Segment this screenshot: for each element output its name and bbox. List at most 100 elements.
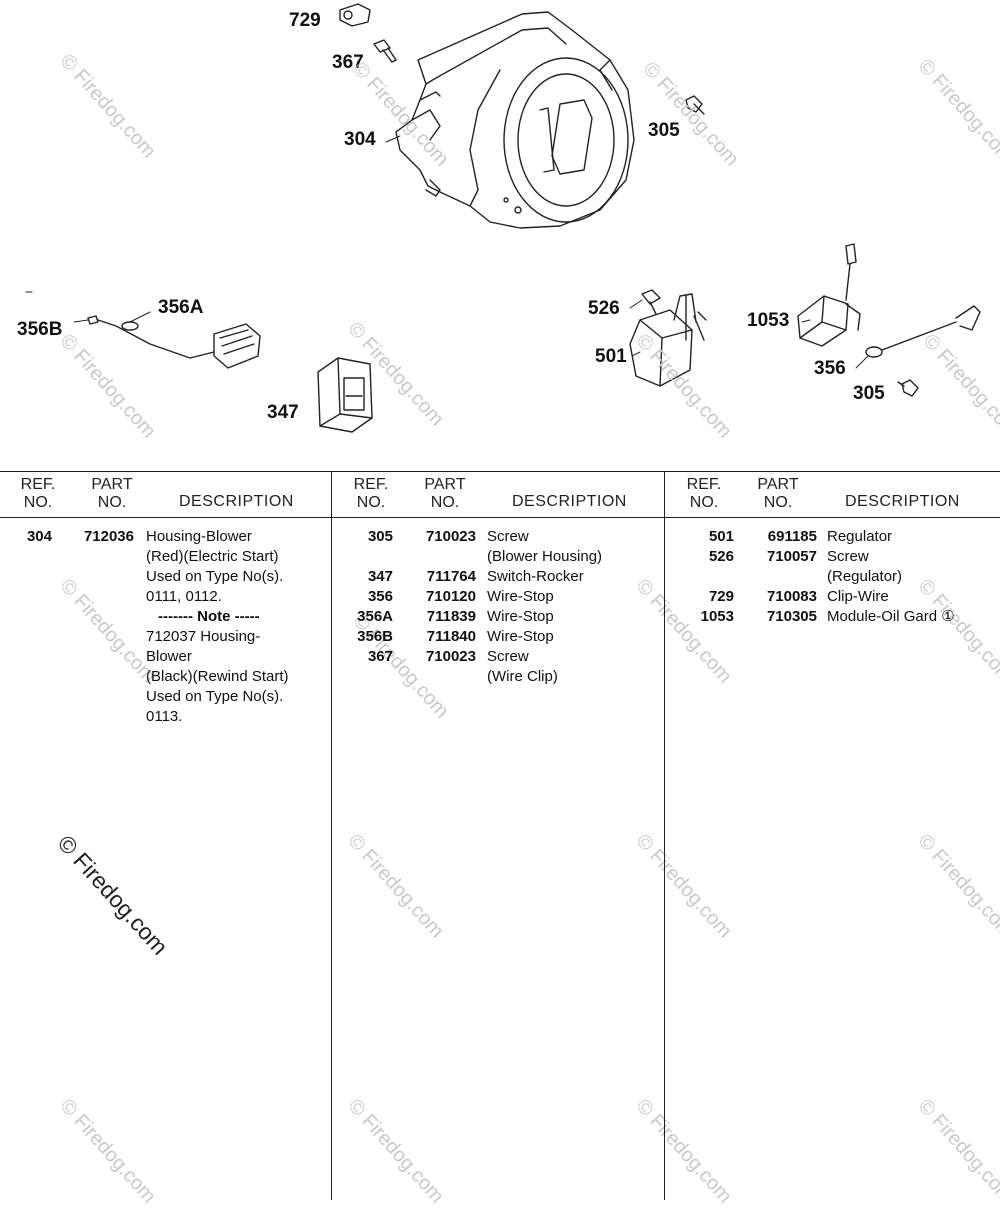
table-row: (Regulator) [666, 567, 1000, 587]
ref-no: 501 [708, 528, 734, 545]
description: 0111, 0112. [146, 588, 222, 605]
table-row: 356A 711839 Wire-Stop [333, 607, 663, 627]
parts-table: REF. NO. PART NO. DESCRIPTION REF. NO. P… [0, 471, 1000, 1200]
callout-1053: 1053 [747, 310, 790, 331]
description: (Wire Clip) [487, 668, 558, 685]
table-row: 0113. [0, 707, 330, 727]
table-row: (Blower Housing) [333, 547, 663, 567]
ref-no: 729 [708, 588, 734, 605]
part-no: 711764 [426, 568, 476, 585]
description: Screw [487, 528, 529, 545]
callout-356b: 356B [17, 319, 63, 340]
description: Module-Oil Gard ① [827, 608, 955, 625]
header-description: DESCRIPTION [845, 493, 960, 510]
exploded-view-drawing [25, 3, 981, 433]
part-no: 710023 [425, 648, 476, 665]
regulator-drawing [629, 293, 707, 387]
callout-304: 304 [344, 129, 376, 150]
table-row: 0111, 0112. [0, 587, 330, 607]
stop-wire-356-drawing [865, 305, 981, 358]
callout-356: 356 [814, 358, 846, 379]
table-row: 356B 711840 Wire-Stop [333, 627, 663, 647]
header-ref-no: REF. NO. [353, 476, 389, 511]
table-row: (Wire Clip) [333, 667, 663, 687]
description: Clip-Wire [827, 588, 889, 605]
callout-729: 729 [289, 10, 321, 31]
screw-367-drawing [373, 39, 397, 63]
leader-lines [25, 135, 869, 369]
part-no: 691185 [767, 528, 817, 545]
header-ref-no: REF. NO. [686, 476, 722, 511]
screw-305-bottom-drawing [897, 379, 919, 397]
table-top-rule [0, 471, 1000, 472]
table-row: 712037 Housing- [0, 627, 330, 647]
rocker-switch-drawing [317, 357, 373, 433]
ref-no: 356 [367, 588, 393, 605]
header-part-no: PART NO. [424, 476, 466, 511]
part-no: 710083 [766, 588, 817, 605]
callout-526: 526 [588, 298, 620, 319]
blower-housing-drawing [395, 11, 635, 229]
table-row: Blower [0, 647, 330, 667]
header-description: DESCRIPTION [179, 493, 294, 510]
part-no: 710120 [425, 588, 476, 605]
description: Screw [487, 648, 529, 665]
ref-no: 356B [357, 628, 393, 645]
wire-clip-drawing [339, 3, 371, 27]
callout-305-top: 305 [648, 120, 680, 141]
screw-305-top-drawing [685, 95, 705, 115]
ref-no: 367 [367, 648, 393, 665]
column-divider [331, 471, 332, 1200]
callout-356a: 356A [158, 297, 204, 318]
table-row: (Red)(Electric Start) [0, 547, 330, 567]
table-row: Used on Type No(s). [0, 687, 330, 707]
table-row: (Black)(Rewind Start) [0, 667, 330, 687]
table-row: ------- Note ----- [0, 607, 330, 627]
description: 712037 Housing- [146, 628, 261, 645]
table-row: 367 710023 Screw [333, 647, 663, 667]
part-no: 712036 [83, 528, 134, 545]
header-part-no: PART NO. [757, 476, 799, 511]
description: Used on Type No(s). [146, 688, 284, 705]
callout-305-bottom: 305 [853, 383, 885, 404]
callout-367: 367 [332, 52, 364, 73]
table-row: 729 710083 Clip-Wire [666, 587, 1000, 607]
screw-526-drawing [641, 289, 661, 315]
ref-no: 304 [26, 528, 52, 545]
ref-no: 526 [708, 548, 734, 565]
header-description: DESCRIPTION [512, 493, 627, 510]
part-no: 711839 [426, 608, 476, 625]
ref-no: 305 [367, 528, 393, 545]
ref-no: 347 [367, 568, 393, 585]
description: (Red)(Electric Start) [146, 548, 279, 565]
column-divider [664, 471, 665, 1200]
description: (Regulator) [827, 568, 903, 585]
parts-diagram: 729 367 304 305 356A 356B 347 526 501 10… [0, 0, 1000, 470]
oil-gard-module-drawing [797, 243, 861, 347]
table-row: 356 710120 Wire-Stop [333, 587, 663, 607]
table-row: Used on Type No(s). [0, 567, 330, 587]
header-ref-no: REF. NO. [20, 476, 56, 511]
description: Housing-Blower [146, 528, 252, 545]
part-no: 711840 [426, 628, 476, 645]
part-no: 710057 [766, 548, 817, 565]
parts-column-1: 304 712036 Housing-Blower (Red)(Electric S… [0, 527, 330, 727]
description: (Blower Housing) [487, 548, 603, 565]
description: Wire-Stop [487, 628, 554, 645]
description: Wire-Stop [487, 588, 554, 605]
table-header-rule [0, 517, 1000, 518]
description: Regulator [827, 528, 893, 545]
callout-501: 501 [595, 346, 627, 367]
description: Used on Type No(s). [146, 568, 284, 585]
description: 0113. [146, 708, 183, 725]
ref-no: 356A [357, 608, 393, 625]
description: (Black)(Rewind Start) [146, 668, 289, 685]
description: Wire-Stop [487, 608, 554, 625]
table-row: 304 712036 Housing-Blower [0, 527, 330, 547]
